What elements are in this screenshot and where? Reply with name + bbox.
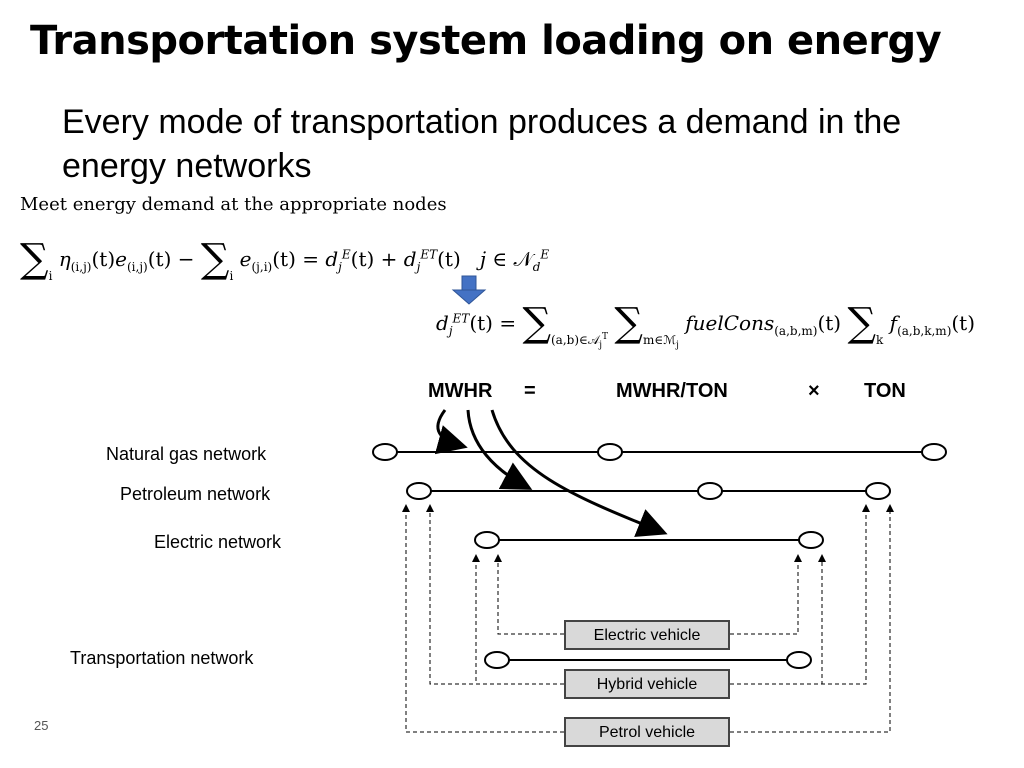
- units-times: ×: [808, 380, 820, 402]
- transportation-node: [484, 651, 510, 669]
- electric-network-line: [474, 531, 824, 549]
- electric-vehicle-connectors: [494, 554, 802, 635]
- petroleum-node: [697, 482, 723, 500]
- petroleum-node: [865, 482, 891, 500]
- transportation-network-line: [484, 651, 812, 669]
- electric-vehicle-box: Electric vehicle: [564, 620, 730, 650]
- transport-demand-equation: djET(t) = ∑(a,b)∈𝒜jT ∑m∈ℳj fuelCons(a,b,…: [436, 300, 976, 351]
- petrol-vehicle-box: Petrol vehicle: [564, 717, 730, 747]
- natural-gas-node: [921, 443, 947, 461]
- natural-gas-node: [597, 443, 623, 461]
- demand-arrows: [434, 409, 668, 537]
- units-equals: =: [524, 380, 536, 402]
- electric-node: [474, 531, 500, 549]
- transportation-network-label: Transportation network: [70, 648, 254, 668]
- blue-down-arrow-icon: [451, 275, 487, 305]
- units-ton: TON: [864, 380, 906, 402]
- petroleum-network-label: Petroleum network: [120, 484, 271, 504]
- page-number: 25: [34, 718, 49, 733]
- slide-subtitle: Every mode of transportation produces a …: [62, 103, 902, 185]
- natural-gas-network-line: [372, 443, 947, 461]
- units-mwhr-per-ton: MWHR/TON: [616, 380, 728, 402]
- natural-gas-network-label: Natural gas network: [106, 444, 267, 464]
- units-mwhr: MWHR: [428, 380, 493, 402]
- electric-node: [798, 531, 824, 549]
- electric-network-label: Electric network: [154, 532, 282, 552]
- constraint-note: Meet energy demand at the appropriate no…: [20, 194, 447, 215]
- slide-title: Transportation system loading on energy: [30, 18, 942, 64]
- petroleum-node: [406, 482, 432, 500]
- hybrid-vehicle-connectors: [426, 504, 870, 685]
- energy-balance-equation: ∑i η(i,j)(t)e(i,j)(t) − ∑i e(j,i)(t) = d…: [20, 236, 550, 283]
- transportation-node: [786, 651, 812, 669]
- hybrid-vehicle-box: Hybrid vehicle: [564, 669, 730, 699]
- natural-gas-node: [372, 443, 398, 461]
- petroleum-network-line: [406, 482, 891, 500]
- petrol-vehicle-connectors: [402, 504, 894, 733]
